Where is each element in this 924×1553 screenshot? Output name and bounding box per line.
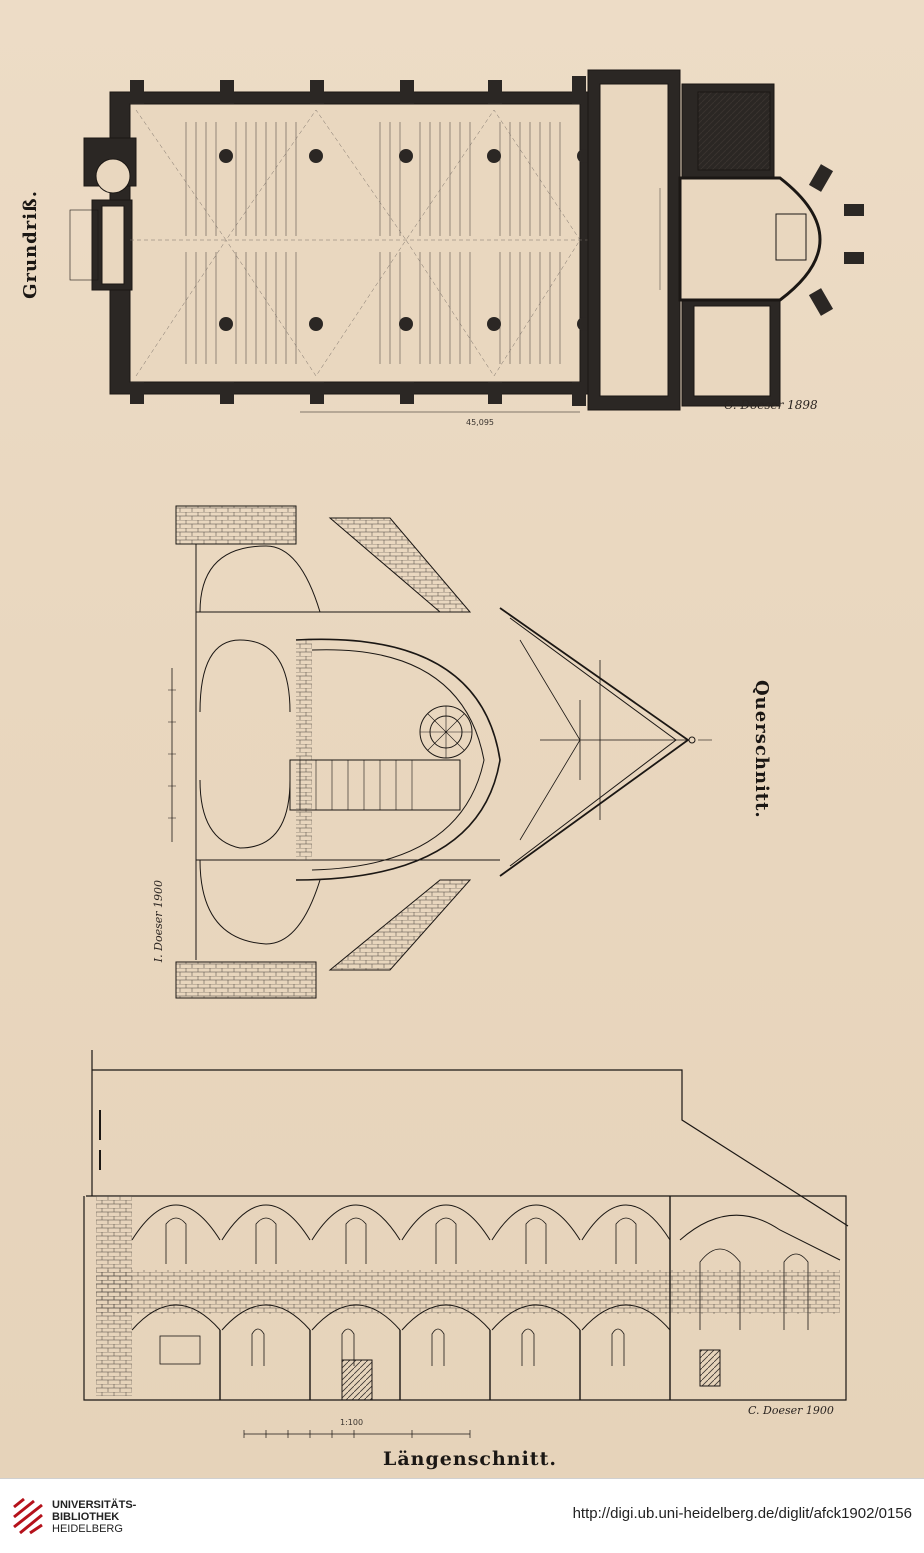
institution-line-2: BIBLIOTHEK: [52, 1511, 120, 1523]
longitudinal-section: [83, 1050, 849, 1438]
library-footer: UNIVERSITÄTS- BIBLIOTHEK HEIDELBERG http…: [0, 1478, 924, 1553]
cross-section-title: Querschnitt.: [751, 680, 772, 819]
scale-bar-label: 1:100: [340, 1418, 364, 1427]
architectural-drawings: [69, 69, 864, 1438]
permalink-url[interactable]: http://digi.ub.uni-heidelberg.de/diglit/…: [572, 1505, 912, 1522]
institution-line-1: UNIVERSITÄTS-: [52, 1499, 137, 1511]
cross-section: [168, 505, 712, 999]
institution-name: UNIVERSITÄTS- BIBLIOTHEK HEIDELBERG: [52, 1499, 182, 1535]
plan-dimension: 45,095: [466, 418, 494, 427]
institution-line-3: HEIDELBERG: [52, 1523, 123, 1535]
cross-section-signature: I. Doeser 1900: [152, 880, 165, 963]
longitudinal-section-signature: C. Doeser 1900: [748, 1404, 834, 1417]
plan-signature: C. Doeser 1898: [724, 398, 818, 412]
university-library-logo-icon: [13, 1497, 43, 1535]
plan-title: Grundriß.: [20, 190, 41, 299]
floor-plan: [69, 69, 864, 413]
longitudinal-section-title: Längenschnitt.: [383, 1448, 557, 1470]
scanned-page: Grundriß. C. Doeser 1898 45,095 Querschn…: [0, 0, 924, 1478]
